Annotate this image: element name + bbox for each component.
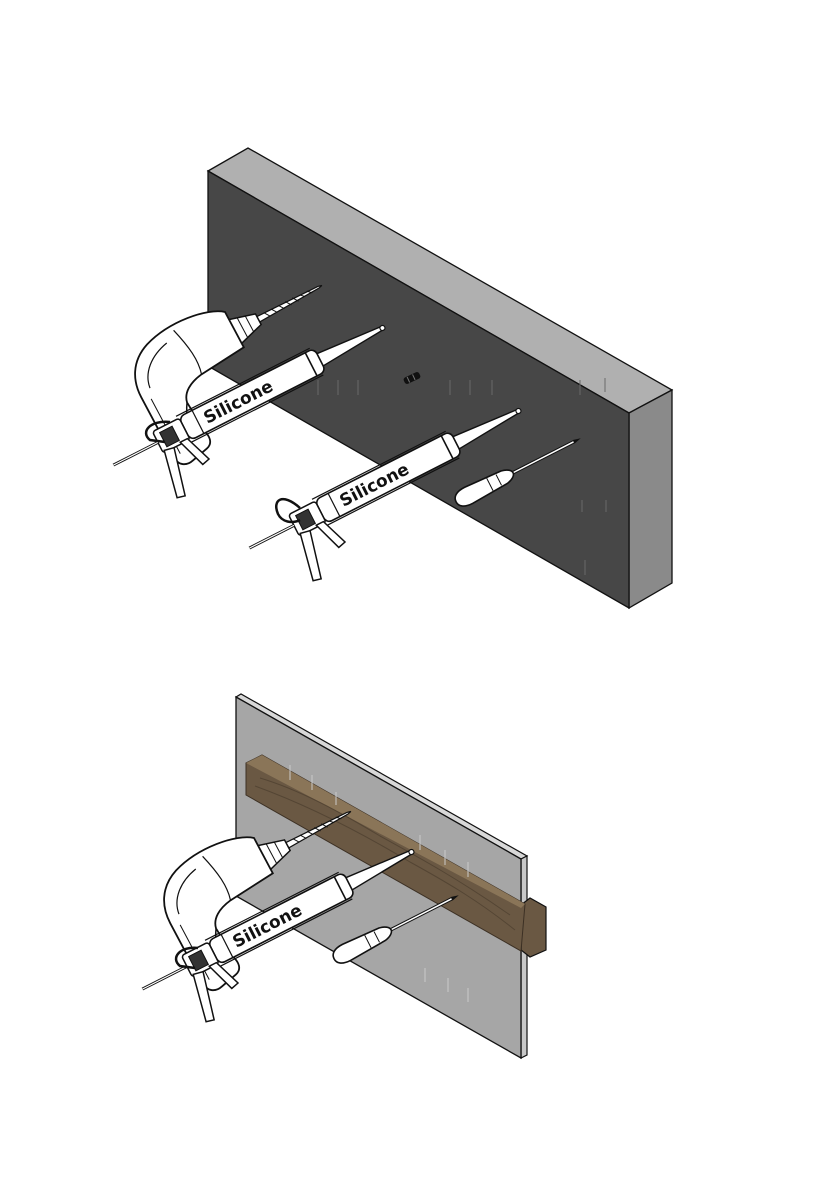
step-1-solid-wall-scene: Silicone Silicone xyxy=(107,148,672,608)
wall-side-face xyxy=(629,390,672,608)
step-2-plasterboard-scene: Silicone xyxy=(136,694,546,1058)
board-side-edge xyxy=(521,856,527,1058)
